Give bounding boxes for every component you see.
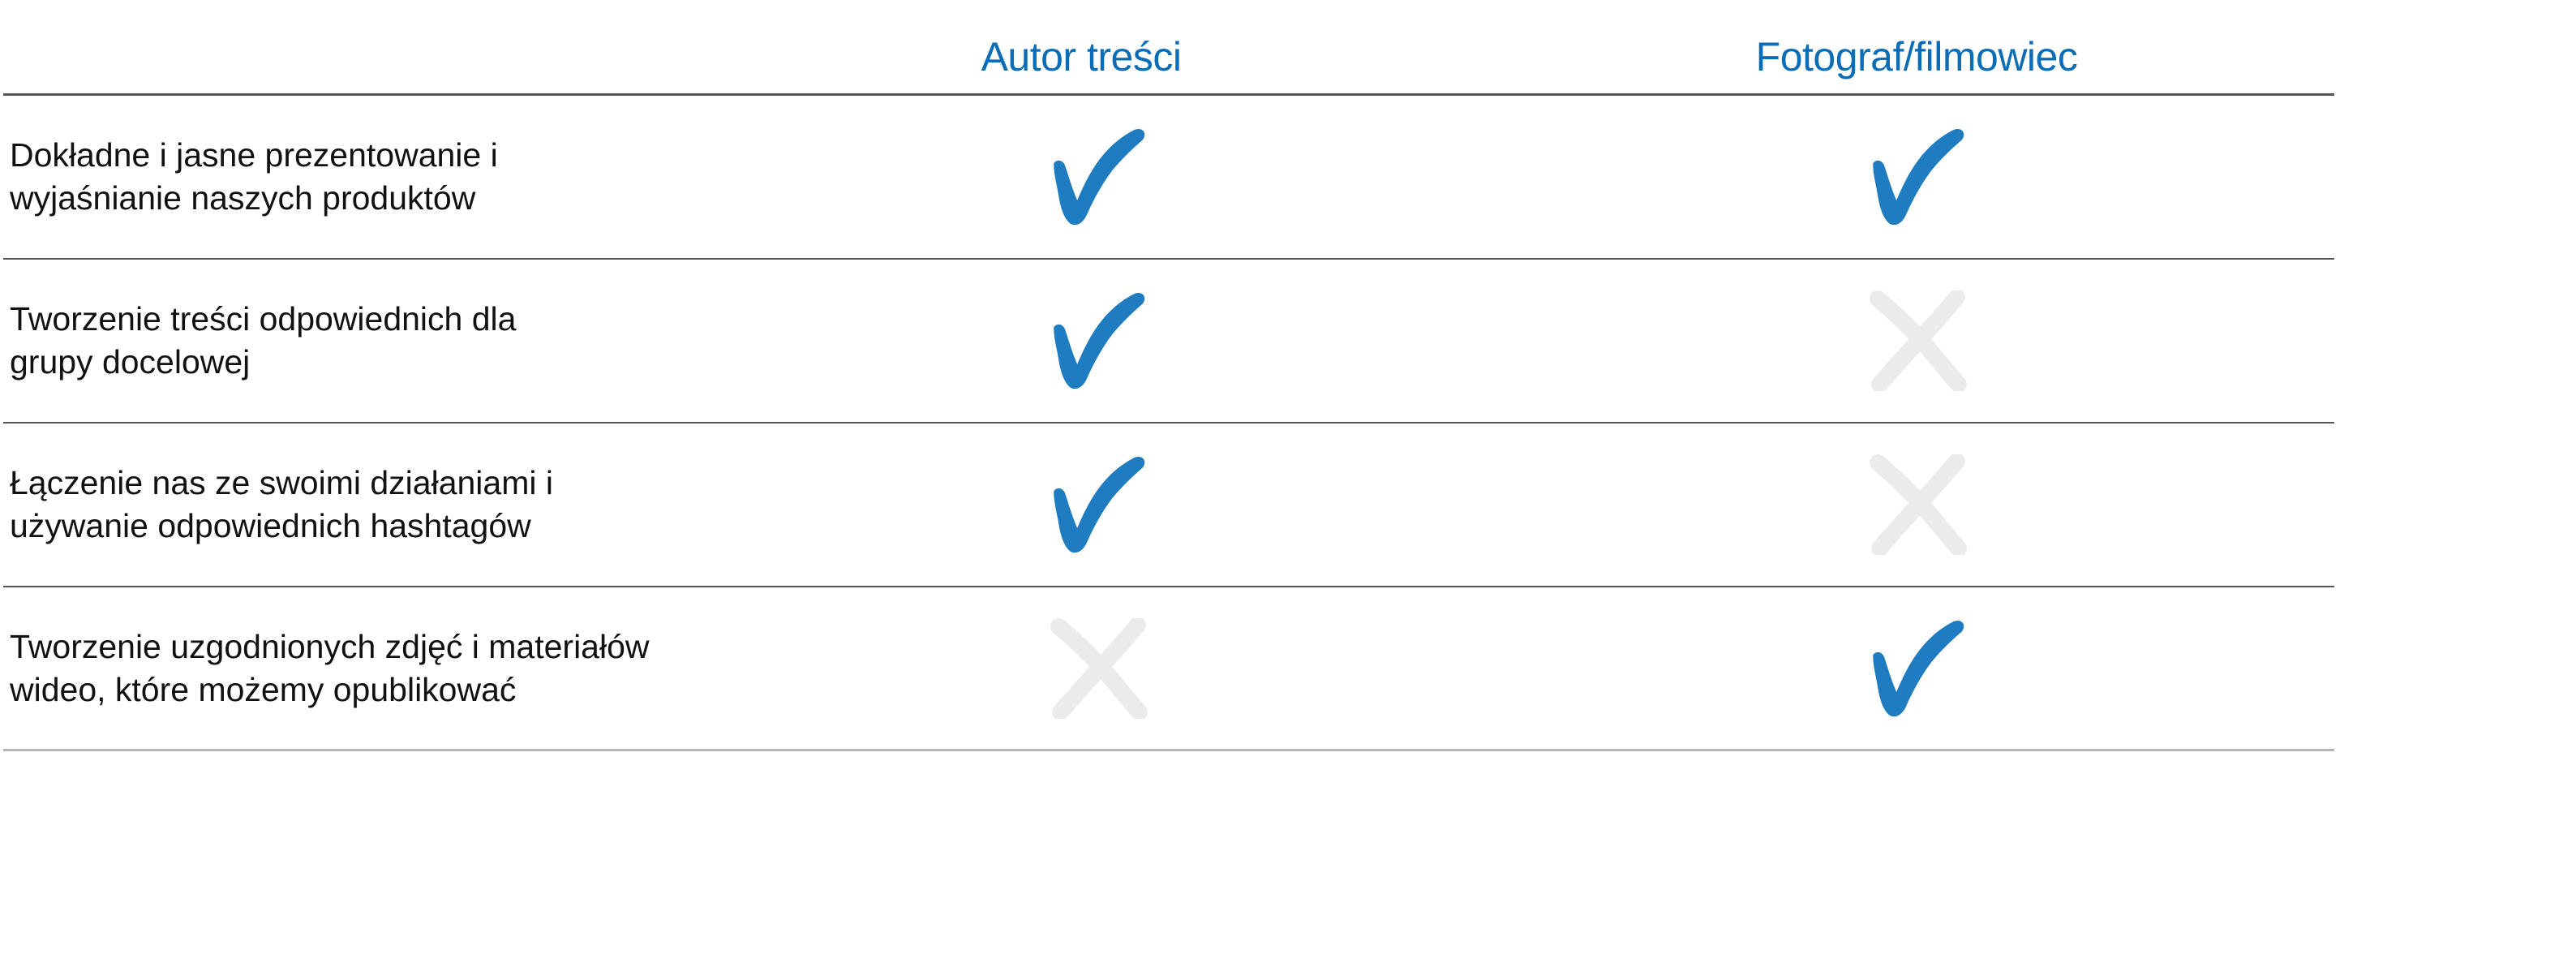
row-label-line: Dokładne i jasne prezentowanie i xyxy=(10,136,498,174)
cross-icon xyxy=(1870,454,1967,555)
check-mark-cell xyxy=(1049,127,1149,227)
check-mark-cell xyxy=(1049,454,1149,555)
cross-icon xyxy=(1870,290,1967,391)
check-icon xyxy=(1873,620,1964,716)
row-label: Tworzenie treści odpowiednich dla grupy … xyxy=(10,298,740,384)
check-mark-cell xyxy=(1049,290,1149,391)
table-row: Tworzenie treści odpowiednich dla grupy … xyxy=(3,260,2334,424)
comparison-table: Autor treści Fotograf/filmowiec Dokładne… xyxy=(3,0,2334,751)
check-stroke xyxy=(1054,129,1145,226)
row-label-line: wyjaśnianie naszych produktów xyxy=(10,179,476,217)
check-icon xyxy=(1054,457,1145,553)
check-mark-cell xyxy=(1868,618,1968,719)
cross-stroke-2 xyxy=(1871,290,1965,391)
row-label: Dokładne i jasne prezentowanie i wyjaśni… xyxy=(10,134,740,220)
table-row: Dokładne i jasne prezentowanie i wyjaśni… xyxy=(3,96,2334,260)
check-stroke xyxy=(1054,293,1145,389)
check-mark-cell xyxy=(1868,127,1968,227)
column-header-content-author: Autor treści xyxy=(981,34,1182,80)
check-icon xyxy=(1054,293,1145,389)
cross-mark-cell xyxy=(1049,617,1149,719)
table-row: Łączenie nas ze swoimi działaniami i uży… xyxy=(3,424,2334,587)
row-label-line: Łączenie nas ze swoimi działaniami i xyxy=(10,464,553,501)
check-stroke xyxy=(1054,457,1145,553)
column-header-photographer: Fotograf/filmowiec xyxy=(1755,34,2078,80)
row-label-line: Tworzenie treści odpowiednich dla xyxy=(10,300,517,338)
table-header: Autor treści Fotograf/filmowiec xyxy=(3,0,2334,96)
row-label-line: Tworzenie uzgodnionych zdjęć i materiałó… xyxy=(10,627,650,665)
cross-stroke-2 xyxy=(1052,617,1146,719)
cross-stroke-2 xyxy=(1871,454,1965,555)
row-label: Tworzenie uzgodnionych zdjęć i materiałó… xyxy=(10,626,740,712)
row-label-line: używanie odpowiednich hashtagów xyxy=(10,507,531,544)
check-icon xyxy=(1873,129,1964,226)
check-icon xyxy=(1054,129,1145,226)
check-stroke xyxy=(1873,129,1964,226)
row-label-line: grupy docelowej xyxy=(10,343,251,381)
check-stroke xyxy=(1873,620,1964,716)
cross-mark-cell xyxy=(1868,290,1968,391)
table-row: Tworzenie uzgodnionych zdjęć i materiałó… xyxy=(3,587,2334,751)
row-label-line: wideo, które możemy opublikować xyxy=(10,670,517,708)
row-label: Łączenie nas ze swoimi działaniami i uży… xyxy=(10,462,740,548)
cross-icon xyxy=(1050,617,1148,719)
cross-mark-cell xyxy=(1868,454,1968,555)
